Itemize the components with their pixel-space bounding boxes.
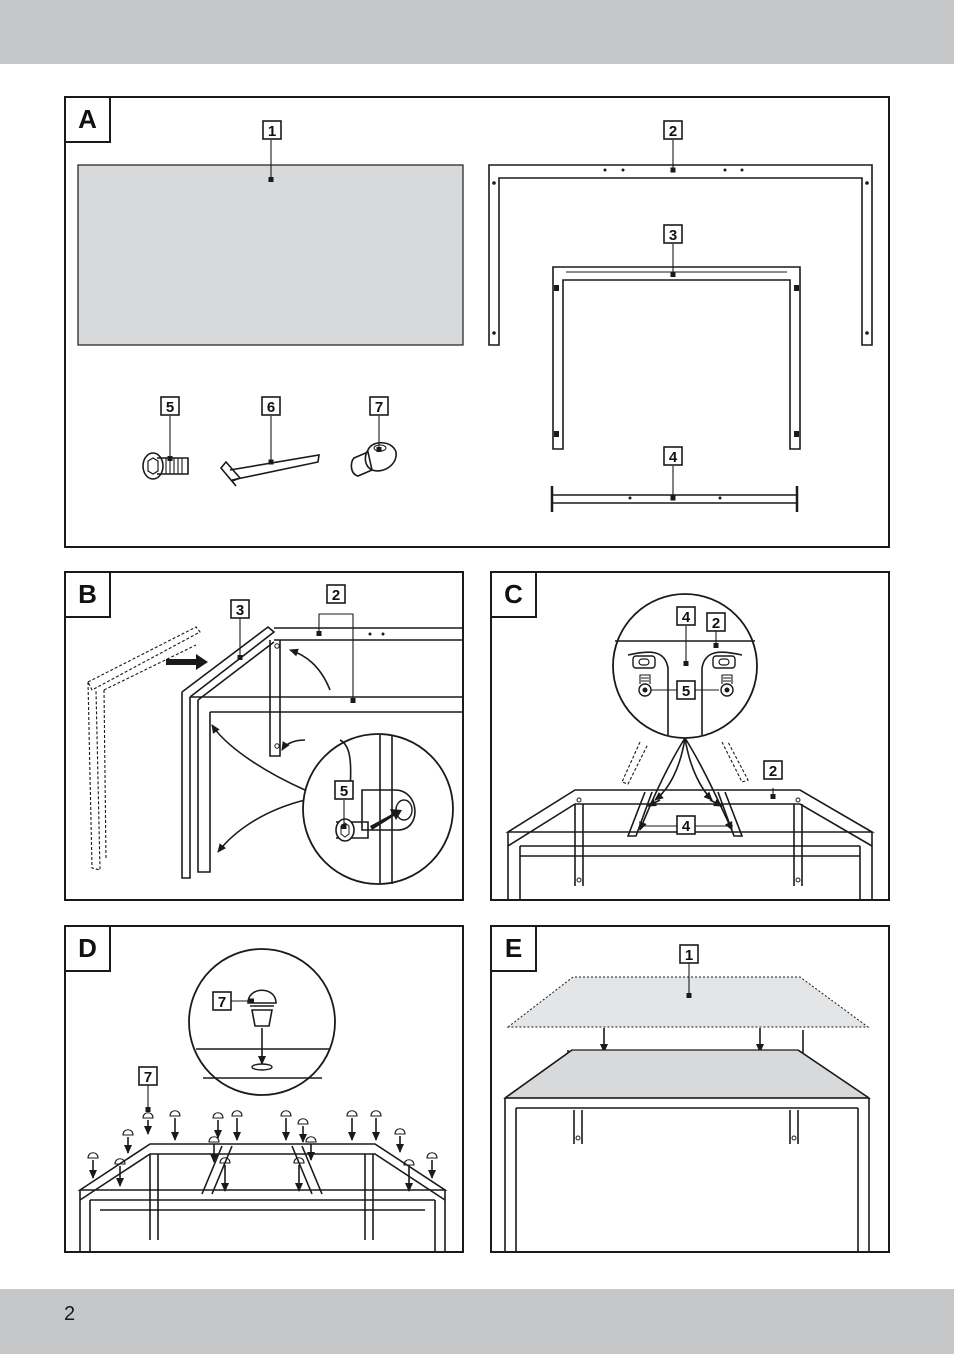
detail-c-crossbar-joint: 5 4 2 (613, 594, 757, 738)
part-7-bumper: 7 (351, 397, 396, 476)
label-d-part-7b: 7 (218, 994, 226, 1011)
label-b-part-5: 5 (340, 783, 348, 800)
label-c-part-4: 4 (682, 818, 691, 835)
panel-d-letter: D (78, 933, 97, 963)
detail-d-bumper: 7 (189, 949, 335, 1095)
label-d-part-7: 7 (144, 1069, 152, 1086)
label-part-1: 1 (268, 123, 276, 140)
label-part-7: 7 (375, 399, 383, 416)
panel-b-letter: B (78, 579, 97, 609)
label-part-6: 6 (267, 399, 275, 416)
label-c-part-2b: 2 (712, 615, 720, 632)
label-e-part-1: 1 (685, 947, 693, 964)
panel-d: D (65, 926, 463, 1252)
label-c-part-4b: 4 (682, 609, 691, 626)
label-b-part-2: 2 (332, 587, 340, 604)
part-4-cross-bar: 4 (552, 447, 797, 512)
label-c-part-5: 5 (682, 683, 690, 700)
panel-e: E 1 (491, 926, 889, 1252)
label-c-part-2: 2 (769, 763, 777, 780)
label-part-5: 5 (166, 399, 174, 416)
label-part-2: 2 (669, 123, 677, 140)
part-5-screw: 5 (143, 397, 188, 479)
label-part-4: 4 (669, 449, 678, 466)
panel-c: C 4 2 (491, 572, 889, 900)
part-3-short-frame: 3 (553, 225, 800, 449)
label-part-3: 3 (669, 227, 677, 244)
panel-c-letter: C (504, 579, 523, 609)
detail-b-screw-bracket: 5 (303, 734, 453, 884)
panel-a: A 1 2 (65, 97, 889, 547)
part-6-allen-key: 6 (221, 397, 319, 486)
glass-top-floating (508, 977, 868, 1027)
part-1-glass-top: 1 (78, 121, 463, 345)
panel-b: B 3 2 (65, 572, 463, 900)
panel-e-letter: E (505, 933, 522, 963)
panel-a-letter: A (78, 104, 97, 134)
label-b-part-3: 3 (236, 602, 244, 619)
